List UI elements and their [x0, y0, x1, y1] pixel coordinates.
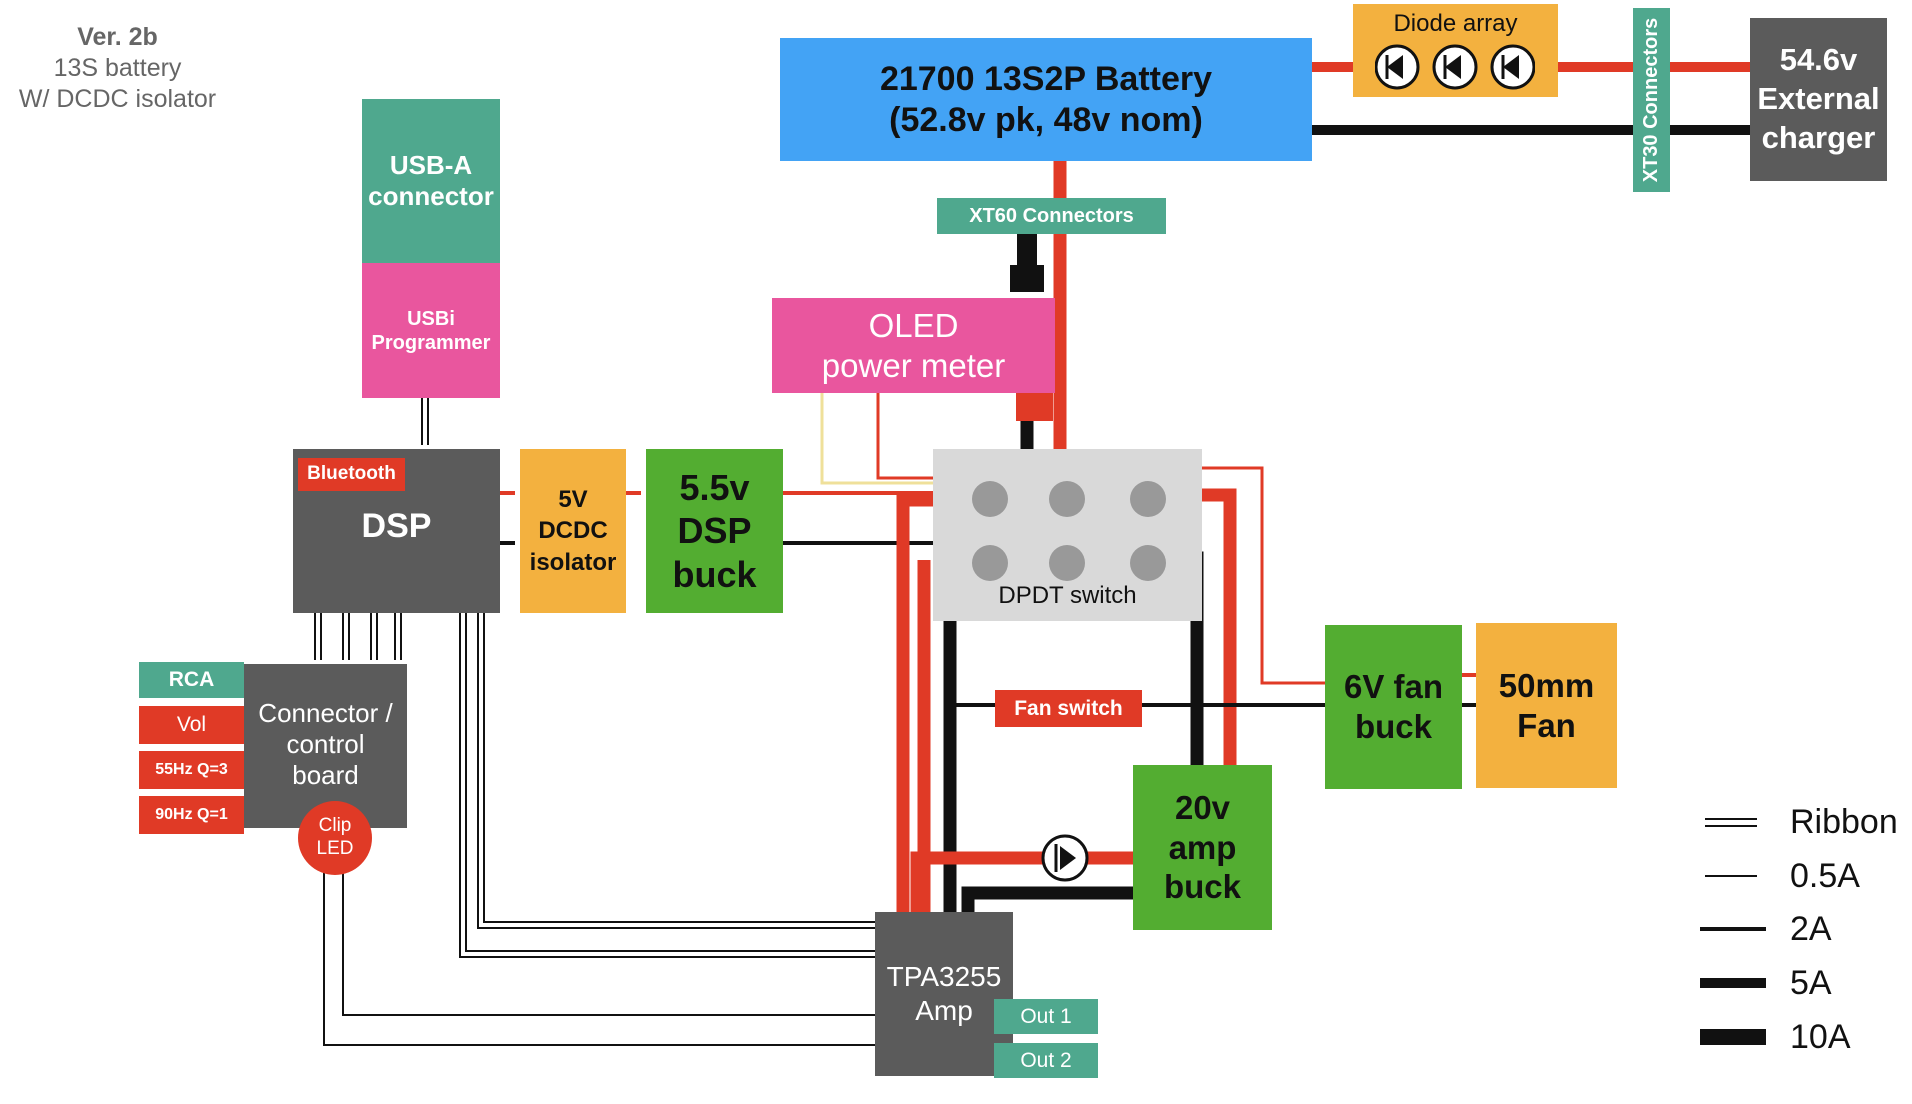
- usbi-programmer-block: USBi Programmer: [362, 263, 500, 398]
- clip-led-ribbons: [323, 860, 875, 1046]
- version-battery: 13S battery: [53, 54, 182, 82]
- amp-buck-to-amp-black: [961, 886, 1133, 912]
- legend-thin-label: 0.5A: [1790, 857, 1860, 895]
- legend-ribbon-label: Ribbon: [1790, 803, 1898, 841]
- dsp-control-ribbons: [314, 608, 402, 660]
- switch-terminal: [1049, 481, 1085, 517]
- oled-sense-wire-yellow: [820, 390, 980, 485]
- xt30-connector-block: XT30 Connectors: [1633, 8, 1670, 192]
- clip-led-indicator: Clip LED: [298, 801, 372, 875]
- control-board-block: Connector / control board: [244, 664, 407, 828]
- usb-a-connector-block: USB-A connector: [362, 99, 500, 263]
- oled-connector-tab: [1016, 393, 1053, 421]
- xt30-label: XT30 Connectors: [1640, 17, 1663, 183]
- dpdt-terminals: [972, 481, 1166, 581]
- diode-icon: [1432, 44, 1478, 90]
- dpdt-switch-block: [933, 449, 1202, 621]
- switch-terminal: [1130, 481, 1166, 517]
- version-title: Ver. 2b: [77, 23, 158, 51]
- control-board-label: Connector / control board: [258, 698, 393, 791]
- diode-array-label: Diode array: [1393, 10, 1518, 37]
- dsp-buck-block: 5.5v DSP buck: [646, 449, 783, 613]
- diode-array-icons: [1375, 44, 1535, 90]
- fan-switch-tag: Fan switch: [995, 690, 1142, 727]
- output-1-tag: Out 1: [994, 999, 1098, 1034]
- switch-terminal: [1049, 545, 1085, 581]
- output-2-tag: Out 2: [994, 1043, 1098, 1078]
- diode-icon: [1490, 44, 1535, 90]
- switch-terminal: [972, 545, 1008, 581]
- version-note: Ver. 2b 13S battery W/ DCDC isolator: [0, 22, 235, 115]
- amplifier-block: TPA3255 Amp: [875, 912, 1013, 1076]
- eq-55hz-tag: 55Hz Q=3: [139, 751, 244, 789]
- dsp-amp-ribbons: [459, 608, 875, 958]
- bluetooth-badge: Bluetooth: [298, 458, 405, 491]
- legend-thick-label: 5A: [1790, 964, 1832, 1002]
- legend-medium-label: 2A: [1790, 910, 1832, 948]
- legend-heavy-label: 10A: [1790, 1018, 1851, 1056]
- diode-icon: [1375, 44, 1420, 90]
- oled-power-meter-block: OLED power meter: [772, 298, 1055, 393]
- dsp-label: DSP: [361, 506, 432, 545]
- vol-tag: Vol: [139, 706, 244, 744]
- fan-block: 50mm Fan: [1476, 623, 1617, 788]
- dpdt-switch-label: DPDT switch: [998, 582, 1137, 609]
- dcdc-isolator-block: 5V DCDC isolator: [520, 449, 626, 613]
- switch-terminal: [972, 481, 1008, 517]
- switch-terminal: [1130, 545, 1166, 581]
- version-isolator: W/ DCDC isolator: [18, 85, 217, 113]
- eq-90hz-tag: 90Hz Q=1: [139, 796, 244, 834]
- battery-block: 21700 13S2P Battery (52.8v pk, 48v nom): [780, 38, 1312, 161]
- xt60-connector-block: XT60 Connectors: [937, 198, 1166, 234]
- fan-buck-block: 6V fan buck: [1325, 625, 1462, 789]
- rca-tag: RCA: [139, 662, 244, 698]
- amp-buck-block: 20v amp buck: [1133, 765, 1272, 930]
- external-charger-block: 54.6v External charger: [1750, 18, 1887, 181]
